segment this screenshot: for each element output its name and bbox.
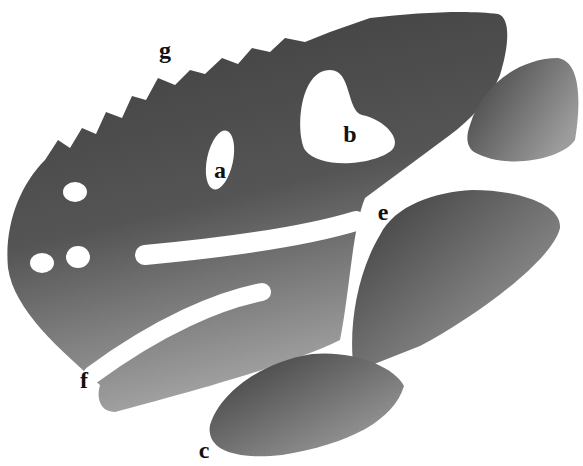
hole [66, 246, 90, 268]
hole [63, 182, 87, 202]
part-label: a [214, 158, 226, 182]
hole [30, 253, 54, 273]
part-label: f [80, 368, 88, 392]
right-piece [352, 190, 560, 372]
bottom-piece [210, 353, 404, 456]
part-label: b [343, 122, 356, 146]
notch [300, 70, 395, 163]
hole [201, 128, 239, 192]
part-label: g [159, 38, 171, 62]
part-label: c [199, 438, 210, 462]
slot [145, 221, 356, 255]
part-label: e [378, 200, 389, 224]
top-right-piece [467, 58, 578, 161]
slot [92, 292, 262, 375]
